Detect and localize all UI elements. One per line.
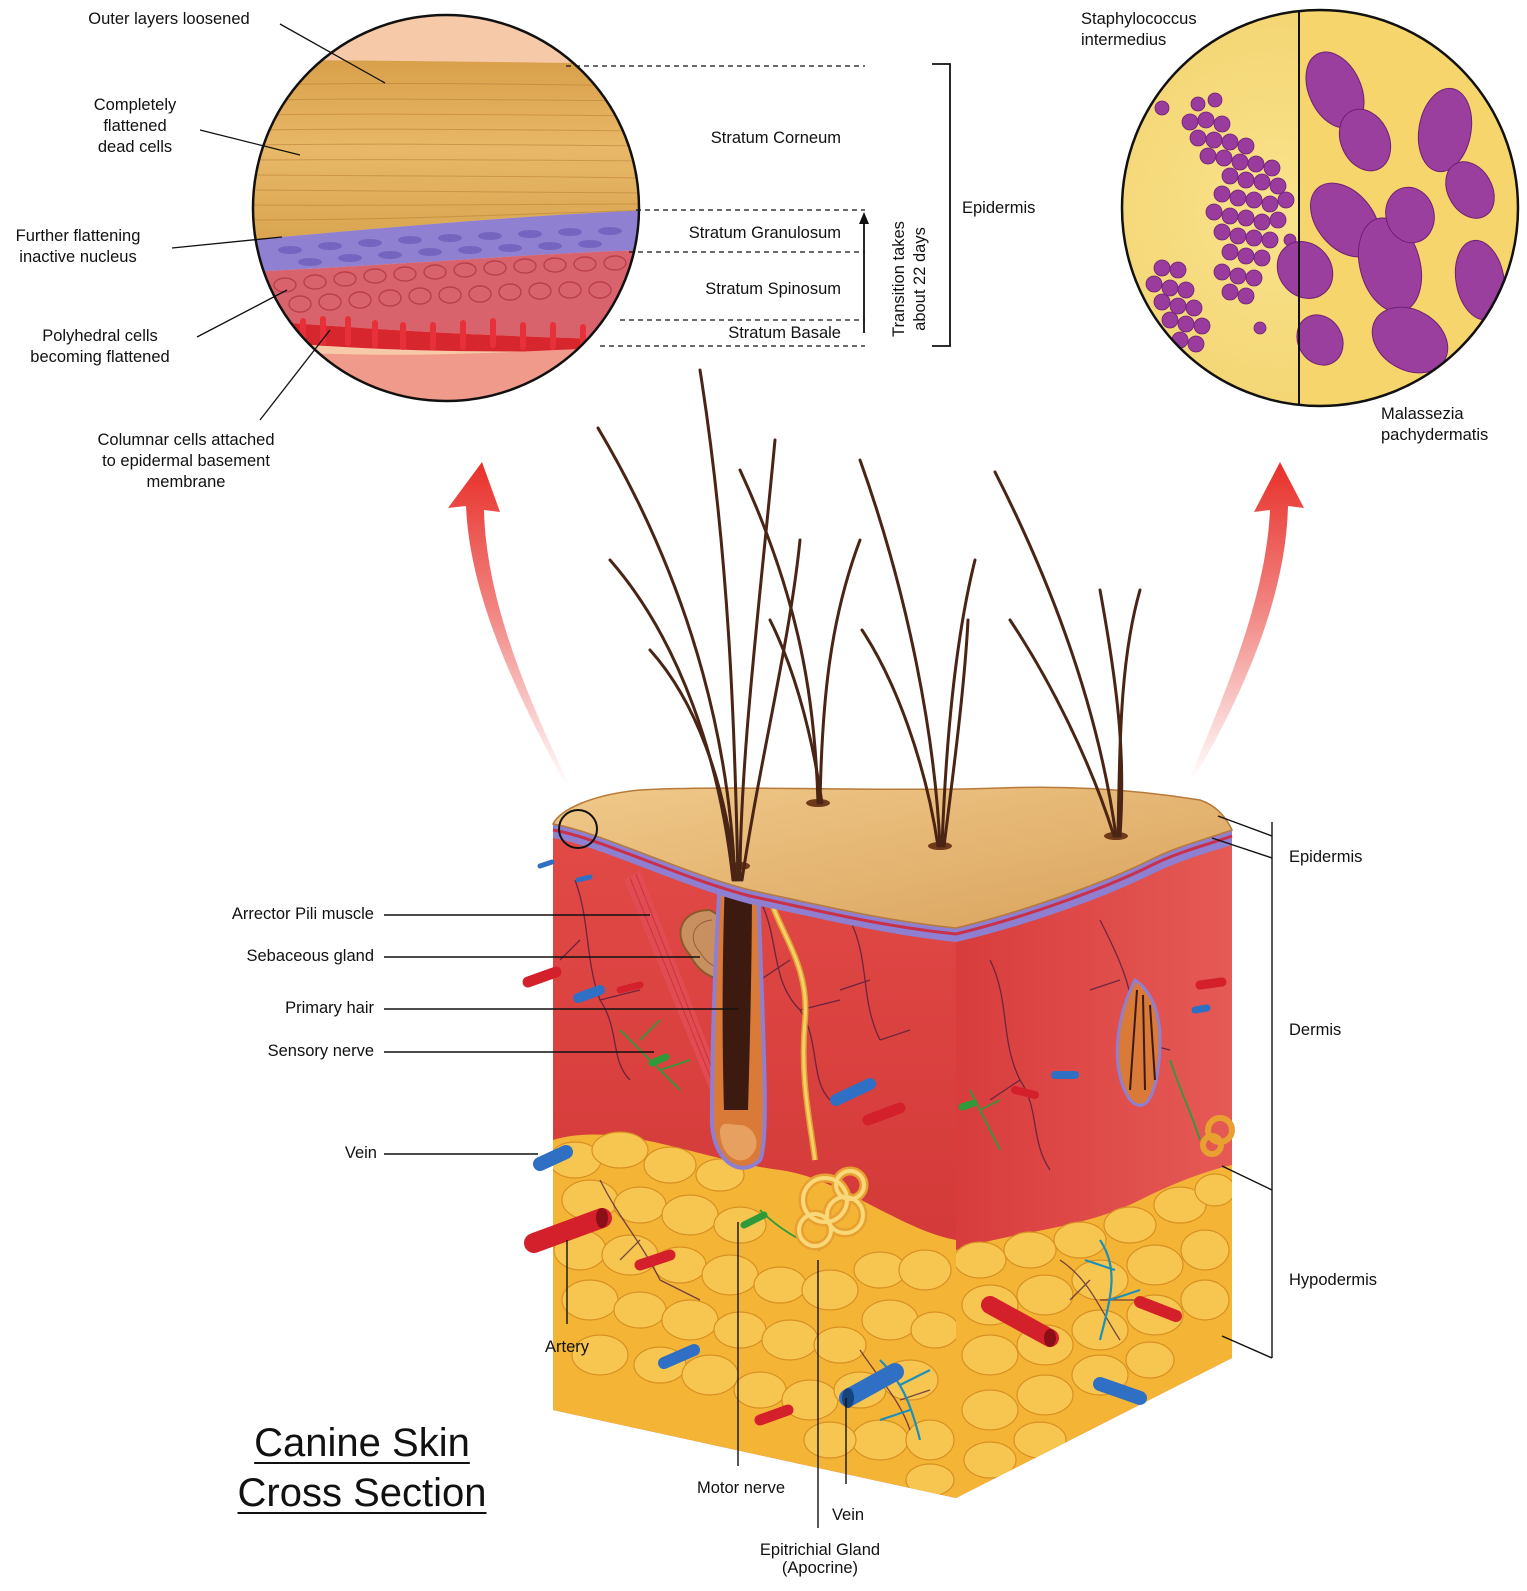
label-epitrichial-gland: Epitrichial Gland (Apocrine) xyxy=(760,1541,880,1577)
title-line-2: Cross Section xyxy=(238,1468,487,1518)
label-vein-bottom: Vein xyxy=(832,1505,864,1526)
label-polyhedral-cells: Polyhedral cells becoming flattened xyxy=(30,326,169,368)
corneum-layer xyxy=(250,60,650,240)
hair-follicle xyxy=(712,880,765,1168)
label-hypodermis: Hypodermis xyxy=(1289,1270,1377,1291)
pointer-arrow-right xyxy=(1189,462,1304,780)
label-epidermis-detail: Epidermis xyxy=(962,198,1035,219)
label-outer-layers: Outer layers loosened xyxy=(88,9,249,30)
label-stratum-spinosum: Stratum Spinosum xyxy=(705,279,841,300)
label-sebaceous-gland: Sebaceous gland xyxy=(246,946,374,967)
label-vein-left: Vein xyxy=(345,1143,377,1164)
diagram-title: Canine Skin Cross Section xyxy=(238,1418,487,1518)
label-staphylococcus: Staphylococcus intermedius xyxy=(1081,9,1197,51)
label-primary-hair: Primary hair xyxy=(285,998,374,1019)
label-artery: Artery xyxy=(545,1337,589,1358)
label-epidermis-block: Epidermis xyxy=(1289,847,1362,868)
label-further-flattening: Further flattening inactive nucleus xyxy=(16,226,141,268)
label-transition-time: Transition takes about 22 days xyxy=(889,209,931,349)
title-line-1: Canine Skin xyxy=(238,1418,487,1468)
transition-arrow xyxy=(859,212,869,333)
label-stratum-granulosum: Stratum Granulosum xyxy=(689,223,841,244)
label-stratum-basale: Stratum Basale xyxy=(728,323,841,344)
epidermis-magnified-circle xyxy=(250,10,650,410)
label-motor-nerve: Motor nerve xyxy=(697,1478,785,1499)
label-sensory-nerve: Sensory nerve xyxy=(268,1041,374,1062)
label-columnar-cells: Columnar cells attached to epidermal bas… xyxy=(97,430,274,493)
label-arrector-pili: Arrector Pili muscle xyxy=(232,904,374,925)
epidermis-bracket-top xyxy=(932,64,950,346)
skin-block xyxy=(528,787,1235,1500)
label-malassezia: Malassezia pachydermatis xyxy=(1381,404,1488,446)
microbes-magnified-circle xyxy=(1110,0,1527,420)
label-flattened-dead-cells: Completely flattened dead cells xyxy=(94,95,177,158)
label-stratum-corneum: Stratum Corneum xyxy=(711,128,841,149)
pointer-arrow-left xyxy=(448,462,570,786)
label-dermis: Dermis xyxy=(1289,1020,1341,1041)
